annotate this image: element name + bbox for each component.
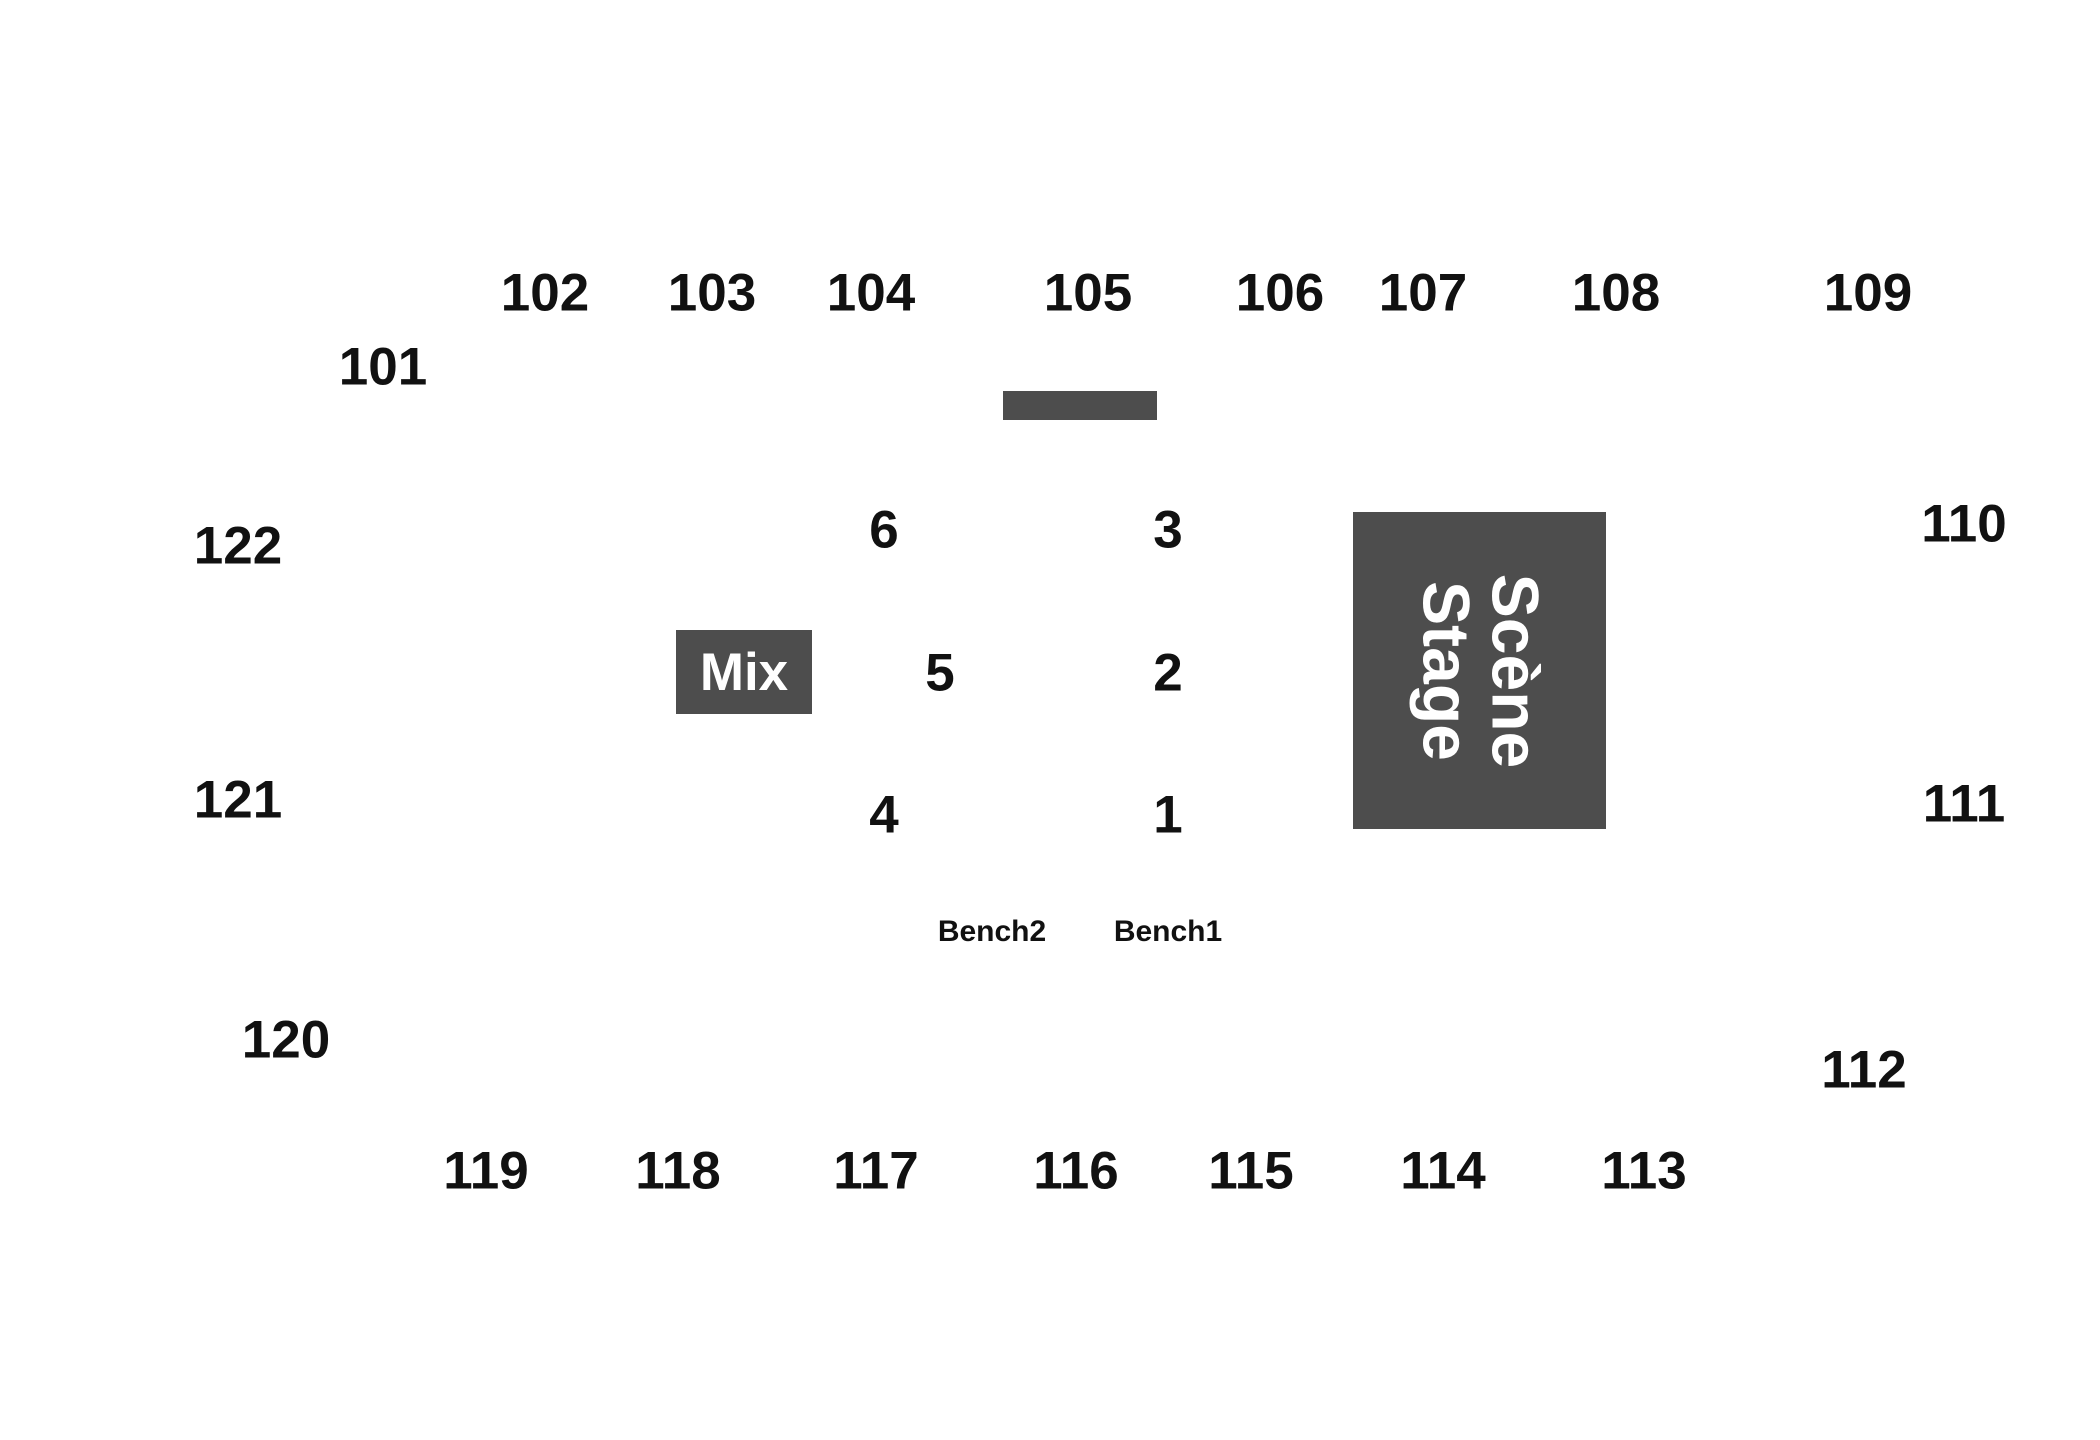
section-112[interactable]: 112 (1821, 1040, 1907, 1100)
section-115[interactable]: 115 (1208, 1141, 1294, 1201)
bench-2[interactable]: Bench2 (937, 915, 1047, 948)
section-122[interactable]: 122 (193, 516, 283, 576)
stage-label-french: Scène (1477, 573, 1552, 768)
section-118[interactable]: 118 (635, 1141, 721, 1201)
section-106[interactable]: 106 (1235, 263, 1325, 323)
stage-label-english: Stage (1408, 580, 1483, 761)
section-120[interactable]: 120 (241, 1010, 331, 1070)
floor-section-4[interactable]: 4 (869, 785, 899, 845)
floor-section-2[interactable]: 2 (1153, 643, 1183, 703)
stage-text: Scène Stage (1408, 573, 1552, 768)
top-bar-fixture (1003, 391, 1157, 420)
section-110[interactable]: 110 (1921, 494, 2007, 554)
section-114[interactable]: 114 (1400, 1141, 1486, 1201)
section-102[interactable]: 102 (500, 263, 590, 323)
section-113[interactable]: 113 (1601, 1141, 1687, 1201)
section-104[interactable]: 104 (826, 263, 916, 323)
section-121[interactable]: 121 (193, 770, 283, 830)
section-119[interactable]: 119 (443, 1141, 529, 1201)
section-116[interactable]: 116 (1033, 1141, 1119, 1201)
section-111[interactable]: 111 (1922, 774, 2006, 834)
stage: Scène Stage (1353, 512, 1606, 829)
section-103[interactable]: 103 (667, 263, 757, 323)
mix-label: Mix (699, 642, 789, 702)
section-107[interactable]: 107 (1378, 263, 1468, 323)
mix-position: Mix (676, 630, 812, 714)
section-101[interactable]: 101 (338, 337, 428, 397)
section-117[interactable]: 117 (833, 1141, 919, 1201)
floor-section-5[interactable]: 5 (925, 643, 955, 703)
floor-section-1[interactable]: 1 (1153, 785, 1183, 845)
section-109[interactable]: 109 (1823, 263, 1913, 323)
floor-section-3[interactable]: 3 (1153, 500, 1183, 560)
section-108[interactable]: 108 (1571, 263, 1661, 323)
bench-1[interactable]: Bench1 (1113, 915, 1223, 948)
floor-section-6[interactable]: 6 (869, 500, 899, 560)
section-105[interactable]: 105 (1043, 263, 1133, 323)
